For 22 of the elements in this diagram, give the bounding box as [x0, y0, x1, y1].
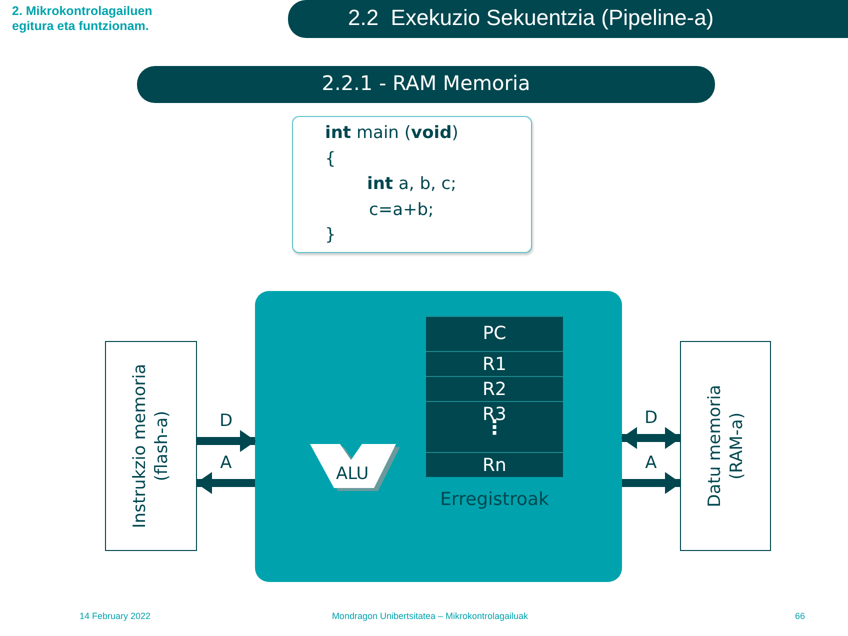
footer-text: 14 February 2022: [78, 611, 152, 621]
memory-box: [105, 341, 197, 551]
register-file-caption: Erregistroak: [439, 489, 550, 510]
section-heading: 2.2.1 - RAM Memoria: [320, 71, 532, 95]
memory-label: Instrukzio memoria (flash-a): [129, 362, 173, 530]
footer-text: 66: [794, 611, 806, 621]
memory-label: Datu memoria (RAM-a): [704, 384, 748, 510]
title: 2.2 Exekuzio Sekuentzia (Pipeline-a): [348, 5, 714, 31]
code-box: [292, 116, 532, 253]
code-line: int a, b, c;: [367, 174, 456, 194]
code-line: {: [325, 148, 336, 168]
code-line: c=a+b;: [369, 200, 434, 220]
code-line: int main (void): [325, 123, 458, 143]
title-bar: [288, 0, 848, 38]
memory-box: [680, 341, 771, 551]
code-line: }: [325, 225, 336, 245]
section-heading-bar: [137, 66, 715, 103]
alu-label: ALU: [336, 464, 369, 484]
footer-text: Mondragon Unibertsitatea – Mikrokontrolagailuak: [330, 611, 530, 621]
chapter-label: 2. Mikrokontrolagailuen egitura eta funtzionam.: [12, 4, 154, 34]
cpu-block: [255, 291, 622, 582]
register-file: [426, 316, 563, 477]
